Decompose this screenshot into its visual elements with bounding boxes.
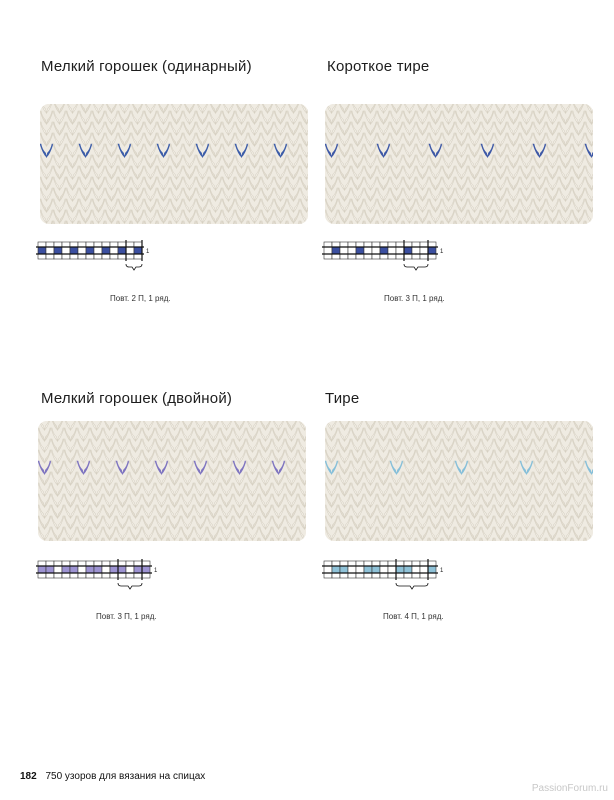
chart-cell xyxy=(85,565,95,574)
chart-cell xyxy=(45,565,55,574)
chart-cell xyxy=(363,246,373,255)
chart-cell xyxy=(403,246,413,255)
chart-cell xyxy=(347,246,357,255)
chart-cell xyxy=(387,565,397,574)
chart-cell xyxy=(387,246,397,255)
pattern-title: Короткое тире xyxy=(327,58,430,75)
chart-cell xyxy=(419,246,429,255)
chart-cell xyxy=(339,565,349,574)
chart-cell xyxy=(69,246,79,255)
chart-cell xyxy=(101,246,111,255)
chart-cell xyxy=(45,246,55,255)
stitch-chart: 1 xyxy=(36,240,162,279)
chart-cell xyxy=(355,565,365,574)
chart-cell xyxy=(37,246,47,255)
row-number: 1 xyxy=(154,568,158,574)
chart-cell xyxy=(347,565,357,574)
chart-cell xyxy=(69,565,79,574)
chart-cell xyxy=(363,565,373,574)
pattern-title: Мелкий горошек (одинарный) xyxy=(41,58,252,75)
chart-cell xyxy=(53,565,63,574)
row-number: 1 xyxy=(440,568,444,574)
chart-cell xyxy=(133,565,143,574)
knitted-swatch-image xyxy=(325,421,593,541)
chart-cell xyxy=(53,246,63,255)
stitch-chart: 1 xyxy=(36,559,170,598)
chart-cell xyxy=(117,565,127,574)
page-number: 182 xyxy=(20,771,37,782)
chart-cell xyxy=(331,246,341,255)
chart-cell xyxy=(331,565,341,574)
chart-cell xyxy=(379,246,389,255)
chart-cell xyxy=(109,246,119,255)
chart-cell xyxy=(379,565,389,574)
stitch-chart: 1 xyxy=(322,240,456,279)
knitted-swatch-image xyxy=(38,421,306,541)
chart-cell xyxy=(93,565,103,574)
stitch-chart: 1 xyxy=(322,559,456,598)
chart-cell xyxy=(395,246,405,255)
chart-cell xyxy=(77,565,87,574)
repeat-caption: Повт. 2 П, 1 ряд. xyxy=(110,294,171,303)
page-footer: 182 750 узоров для вязания на спицах xyxy=(20,771,205,782)
chart-cell xyxy=(85,246,95,255)
chart-cell xyxy=(419,565,429,574)
chart-cell xyxy=(411,565,421,574)
chart-cell xyxy=(93,246,103,255)
chart-cell xyxy=(61,565,71,574)
chart-cell xyxy=(323,246,333,255)
chart-cell xyxy=(371,246,381,255)
chart-cell xyxy=(427,246,437,255)
chart-cell xyxy=(141,565,151,574)
chart-cell xyxy=(411,246,421,255)
chart-cell xyxy=(117,246,127,255)
pattern-title: Тире xyxy=(325,390,360,407)
repeat-caption: Повт. 3 П, 1 ряд. xyxy=(96,612,157,621)
knitted-swatch-image xyxy=(325,104,593,224)
watermark: PassionForum.ru xyxy=(531,783,608,794)
repeat-caption: Повт. 3 П, 1 ряд. xyxy=(384,294,445,303)
knitted-swatch-image xyxy=(40,104,308,224)
chart-cell xyxy=(101,565,111,574)
repeat-caption: Повт. 4 П, 1 ряд. xyxy=(383,612,444,621)
chart-cell xyxy=(395,565,405,574)
chart-cell xyxy=(355,246,365,255)
chart-cell xyxy=(77,246,87,255)
book-title: 750 узоров для вязания на спицах xyxy=(45,771,206,782)
chart-cell xyxy=(403,565,413,574)
chart-cell xyxy=(323,565,333,574)
chart-cell xyxy=(109,565,119,574)
chart-cell xyxy=(125,565,135,574)
chart-cell xyxy=(427,565,437,574)
row-number: 1 xyxy=(146,249,150,255)
row-number: 1 xyxy=(440,249,444,255)
chart-cell xyxy=(371,565,381,574)
chart-cell xyxy=(37,565,47,574)
chart-cell xyxy=(339,246,349,255)
chart-cell xyxy=(61,246,71,255)
pattern-title: Мелкий горошек (двойной) xyxy=(41,390,233,407)
chart-cell xyxy=(125,246,135,255)
chart-cell xyxy=(133,246,143,255)
